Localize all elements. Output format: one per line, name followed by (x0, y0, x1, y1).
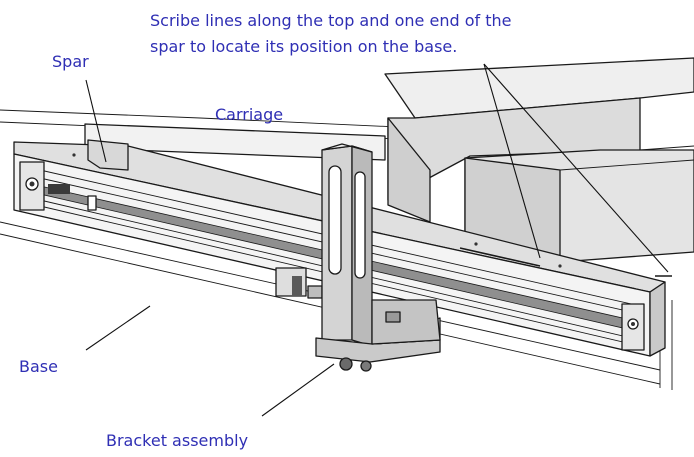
carriage-block (84, 57, 694, 263)
leader-bracket (261, 363, 335, 417)
label-bracket-assembly: Bracket assembly (106, 431, 248, 450)
bracket-assembly (275, 143, 441, 372)
leader-scribe-top (483, 63, 541, 259)
label-base: Base (19, 357, 58, 376)
note-line-1: Scribe lines along the top and one end o… (150, 11, 511, 30)
leader-spar (85, 79, 107, 163)
callouts: Scribe lines along the top and one end o… (19, 11, 511, 450)
leader-base (85, 305, 151, 351)
leader-lines (85, 63, 669, 417)
leader-scribe-end (483, 63, 669, 273)
label-carriage: Carriage (215, 105, 283, 124)
note-line-2: spar to locate its position on the base. (150, 37, 457, 56)
label-spar: Spar (52, 52, 89, 71)
